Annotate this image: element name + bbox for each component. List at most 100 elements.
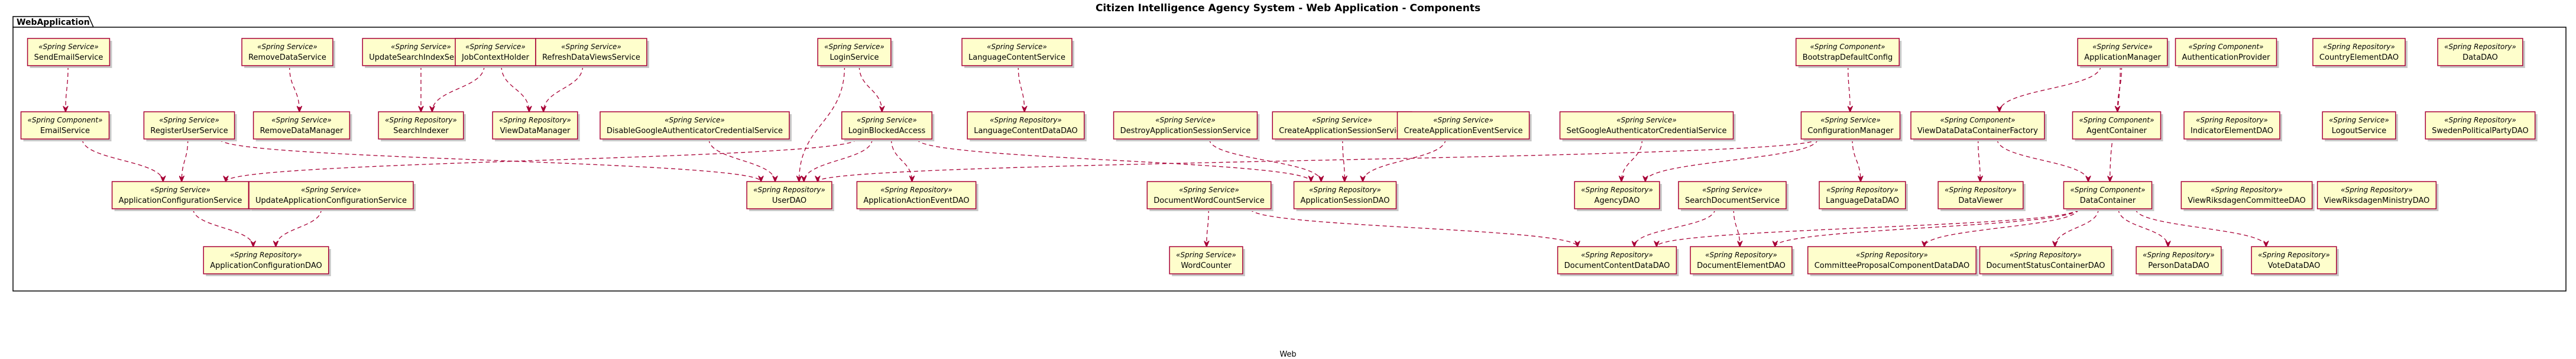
component-name: UpdateApplicationConfigurationService bbox=[255, 196, 407, 205]
component-name: CountryElementDAO bbox=[2319, 53, 2399, 62]
component-name: DocumentElementDAO bbox=[1697, 261, 1786, 270]
component-diagram: WebApplication «Spring Service»SendEmail… bbox=[12, 16, 2567, 292]
dependency-arrow-login-blocked-access-to-application-session-dao bbox=[916, 138, 1311, 182]
component-stereotype: «Spring Service» bbox=[465, 43, 526, 51]
component-update-application-configuration-service: «Spring Service»UpdateApplicationConfigu… bbox=[248, 181, 416, 211]
dependency-arrow-data-container-to-person-data-dao bbox=[2118, 208, 2168, 247]
component-name: LoginService bbox=[829, 53, 879, 62]
component-name: RefreshDataViewsService bbox=[542, 53, 640, 62]
component-box bbox=[1910, 111, 2045, 140]
component-sweden-political-party-dao: «Spring Repository»SwedenPoliticalPartyD… bbox=[2425, 111, 2538, 141]
component-name: ApplicationManager bbox=[2084, 53, 2161, 62]
component-stereotype: «Spring Service» bbox=[38, 43, 99, 51]
component-box bbox=[1574, 181, 1660, 209]
component-name: IndicatorElementDAO bbox=[2191, 127, 2273, 135]
component-name: LogoutService bbox=[2332, 127, 2387, 135]
component-login-service: «Spring Service»LoginService bbox=[817, 38, 893, 68]
dependency-arrow-login-service-to-user-dao bbox=[799, 65, 845, 182]
component-stereotype: «Spring Service» bbox=[1155, 116, 1216, 124]
component-box bbox=[2251, 246, 2337, 274]
component-view-riksdagen-ministry-dao: «Spring Repository» ViewRiksdagenMinistry… bbox=[2316, 181, 2439, 211]
dependency-arrow-register-user-service-to-user-dao bbox=[219, 138, 761, 182]
component-stereotype: «Spring Repository» bbox=[2341, 186, 2413, 194]
component-language-content-data-dao: «Spring Repository»LanguageContentDataDA… bbox=[967, 111, 1087, 141]
component-box bbox=[241, 38, 333, 66]
component-stereotype: «Spring Repository» bbox=[1581, 251, 1653, 259]
component-name: WordCounter bbox=[1181, 261, 1232, 270]
component-stereotype: «Spring Service» bbox=[1702, 186, 1762, 194]
component-document-element-dao: «Spring Repository»DocumentElementDAO bbox=[1690, 246, 1794, 276]
component-stereotype: «Spring Repository» bbox=[2444, 43, 2516, 51]
component-stereotype: «Spring Service» bbox=[665, 116, 725, 124]
dependency-arrow-send-email-service-to-email-service bbox=[66, 65, 69, 112]
dependency-arrow-disable-google-authenticator-credential-service-to-user-dao bbox=[708, 138, 775, 182]
component-stereotype: «Spring Repository» bbox=[990, 116, 1062, 124]
component-stereotype: «Spring Service» bbox=[561, 43, 621, 51]
component-nodes: «Spring Service» SendEmailService «Spring … bbox=[20, 38, 2538, 276]
component-name: RemoveDataManager bbox=[260, 127, 344, 135]
dependency-arrow-login-blocked-access-to-user-dao bbox=[804, 138, 873, 182]
component-stereotype: «Spring Component» bbox=[1940, 116, 2015, 124]
component-name: CreateApplicationEventService bbox=[1404, 127, 1522, 135]
component-box bbox=[817, 38, 892, 66]
component-box bbox=[967, 111, 1085, 140]
component-stereotype: «Spring Repository» bbox=[230, 251, 302, 259]
component-data-container: «Spring Component»DataContainer bbox=[2063, 181, 2154, 211]
component-name: ViewDataManager bbox=[500, 127, 571, 135]
diagram-footer: Web bbox=[1279, 350, 1297, 359]
component-name: DocumentStatusContainerDAO bbox=[1987, 261, 2105, 270]
component-box bbox=[961, 38, 1072, 66]
component-box bbox=[455, 38, 536, 66]
component-authentication-provider: «Spring Component»AuthenticationProvider bbox=[2175, 38, 2279, 68]
component-box bbox=[2136, 246, 2222, 274]
component-remove-data-manager: «Spring Service»RemoveDataManager bbox=[252, 111, 352, 141]
dependency-arrow-refresh-data-views-service-to-view-data-manager bbox=[543, 65, 584, 112]
component-stereotype: «Spring Service» bbox=[1433, 116, 1493, 124]
component-name: ApplicationConfigurationService bbox=[119, 196, 242, 205]
component-configuration-manager: «Spring Service»ConfigurationManager bbox=[1800, 111, 1903, 141]
dependency-arrow-login-blocked-access-to-application-configuration-service bbox=[226, 138, 857, 182]
component-box bbox=[111, 181, 250, 209]
component-create-application-event-service: «Spring Service» CreateApplicationEventSe… bbox=[1396, 111, 1532, 141]
component-stereotype: «Spring Service» bbox=[1312, 116, 1372, 124]
component-box bbox=[1113, 111, 1258, 140]
component-application-manager: «Spring Service»ApplicationManager bbox=[2077, 38, 2170, 68]
component-stereotype: «Spring Service» bbox=[1616, 116, 1677, 124]
component-box bbox=[1795, 38, 1900, 66]
component-box bbox=[1146, 181, 1272, 209]
component-box bbox=[2175, 38, 2277, 66]
component-document-word-count-service: «Spring Service»DocumentWordCountService bbox=[1146, 181, 1274, 211]
component-name: CommitteeProposalComponentDataDAO bbox=[1814, 261, 1970, 270]
component-destroy-application-session-service: «Spring Service»DestroyApplicationSessio… bbox=[1113, 111, 1260, 141]
component-language-data-dao: «Spring Repository»LanguageDataDAO bbox=[1819, 181, 1908, 211]
component-name: SendEmailService bbox=[34, 53, 103, 62]
component-name: ViewRiksdagenMinistryDAO bbox=[2324, 196, 2430, 205]
component-application-session-dao: «Spring Repository»ApplicationSessionDAO bbox=[1293, 181, 1399, 211]
component-stereotype: «Spring Component» bbox=[2070, 186, 2145, 194]
dependency-arrow-create-application-session-service-to-application-session-dao bbox=[1343, 138, 1345, 182]
component-box bbox=[1807, 246, 1977, 274]
component-application-configuration-service: «Spring Service»ApplicationConfiguration… bbox=[111, 181, 251, 211]
component-name: CreateApplicationSessionService bbox=[1279, 127, 1405, 135]
component-name: LanguageContentService bbox=[968, 53, 1065, 62]
component-stereotype: «Spring Repository» bbox=[385, 116, 457, 124]
component-person-data-dao: «Spring Repository»PersonDataDAO bbox=[2136, 246, 2224, 276]
component-document-content-data-dao: «Spring Repository» DocumentContentDataDA… bbox=[1557, 246, 1679, 276]
dependency-arrow-data-container-to-document-content-data-dao bbox=[1657, 208, 2079, 247]
component-stereotype: «Spring Repository» bbox=[2010, 251, 2082, 259]
component-box bbox=[535, 38, 647, 66]
component-name: UserDAO bbox=[772, 196, 806, 205]
component-login-blocked-access: «Spring Service»LoginBlockedAccess bbox=[841, 111, 935, 141]
component-box bbox=[1169, 246, 1243, 274]
component-email-service: «Spring Component»EmailService bbox=[20, 111, 112, 141]
component-name: BootstrapDefaultConfig bbox=[1803, 53, 1893, 62]
dependency-arrow-set-google-authenticator-credential-service-to-agency-dao bbox=[1622, 138, 1643, 182]
component-name: DocumentContentDataDAO bbox=[1564, 261, 1670, 270]
component-name: ConfigurationManager bbox=[1807, 127, 1894, 135]
component-box bbox=[2072, 111, 2162, 140]
component-box bbox=[2180, 181, 2313, 209]
component-search-document-service: «Spring Service»SearchDocumentService bbox=[1678, 181, 1789, 211]
component-view-data-manager: «Spring Repository»ViewDataManager bbox=[492, 111, 580, 141]
dependency-arrow-login-blocked-access-to-application-action-event-dao bbox=[890, 138, 912, 182]
component-box bbox=[2183, 111, 2280, 140]
